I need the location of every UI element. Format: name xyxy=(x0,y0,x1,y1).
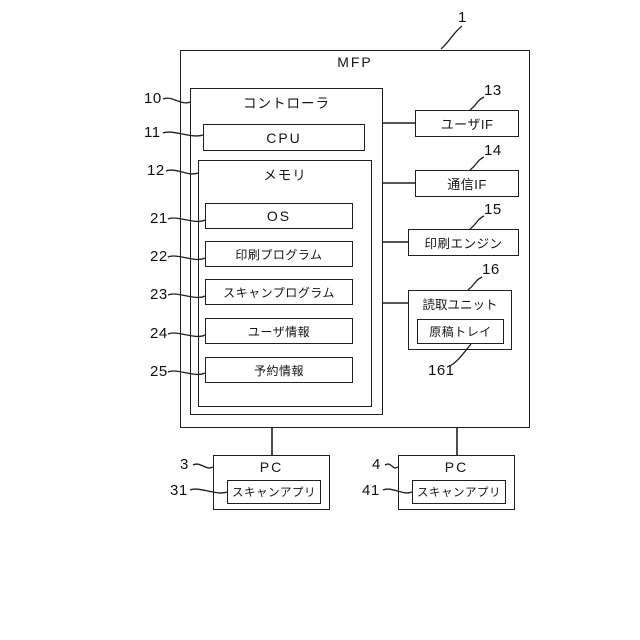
scan-app-right-box: スキャンアプリ xyxy=(412,480,506,504)
ref-label-controller: 10 xyxy=(144,90,162,107)
pc-left-box: PC xyxy=(213,455,330,510)
mfp-label: MFP xyxy=(337,54,373,70)
ref-label-pc-right: 4 xyxy=(372,456,381,473)
user-info-box: ユーザ情報 xyxy=(205,318,353,344)
pc-right-box: PC xyxy=(398,455,515,510)
memory-label: メモリ xyxy=(263,168,307,183)
memory-box: メモリ xyxy=(198,160,372,407)
ref-label-comm-if: 14 xyxy=(484,142,502,159)
ref-label-os: 21 xyxy=(150,210,168,227)
print-engine-box: 印刷エンジン xyxy=(408,229,519,256)
reading-unit-box: 読取ユニット xyxy=(408,290,512,350)
controller-label: コントローラ xyxy=(243,96,330,111)
ref-label-reading-unit: 16 xyxy=(482,261,500,278)
ref-label-user-info: 24 xyxy=(150,325,168,342)
ref-label-print-engine: 15 xyxy=(484,201,502,218)
user-if-box: ユーザIF xyxy=(415,110,519,137)
print-program-box: 印刷プログラム xyxy=(205,241,353,267)
ref-label-user-if: 13 xyxy=(484,82,502,99)
controller-box: コントローラ xyxy=(190,88,383,415)
document-tray-box: 原稿トレイ xyxy=(417,319,504,344)
ref-label-print-program: 22 xyxy=(150,248,168,265)
mfp-box: MFP xyxy=(180,50,530,428)
cpu-box: CPU xyxy=(203,124,365,151)
ref-label-mfp: 1 xyxy=(458,9,467,26)
pc-left-label: PC xyxy=(259,459,284,475)
pc-right-label: PC xyxy=(444,459,469,475)
scan-program-box: スキャンプログラム xyxy=(205,279,353,305)
os-box: OS xyxy=(205,203,353,229)
ref-label-cpu: 11 xyxy=(144,124,161,141)
reading-unit-label: 読取ユニット xyxy=(422,298,498,312)
ref-label-reservation-info: 25 xyxy=(150,363,168,380)
scan-app-left-box: スキャンアプリ xyxy=(227,480,321,504)
reservation-info-box: 予約情報 xyxy=(205,357,353,383)
ref-label-document-tray: 161 xyxy=(428,362,455,379)
ref-label-pc-left: 3 xyxy=(180,456,189,473)
ref-label-scan-program: 23 xyxy=(150,286,168,303)
ref-label-scan-app-left: 31 xyxy=(170,482,188,499)
ref-label-scan-app-right: 41 xyxy=(362,482,380,499)
ref-label-memory: 12 xyxy=(147,162,165,179)
comm-if-box: 通信IF xyxy=(415,170,519,197)
